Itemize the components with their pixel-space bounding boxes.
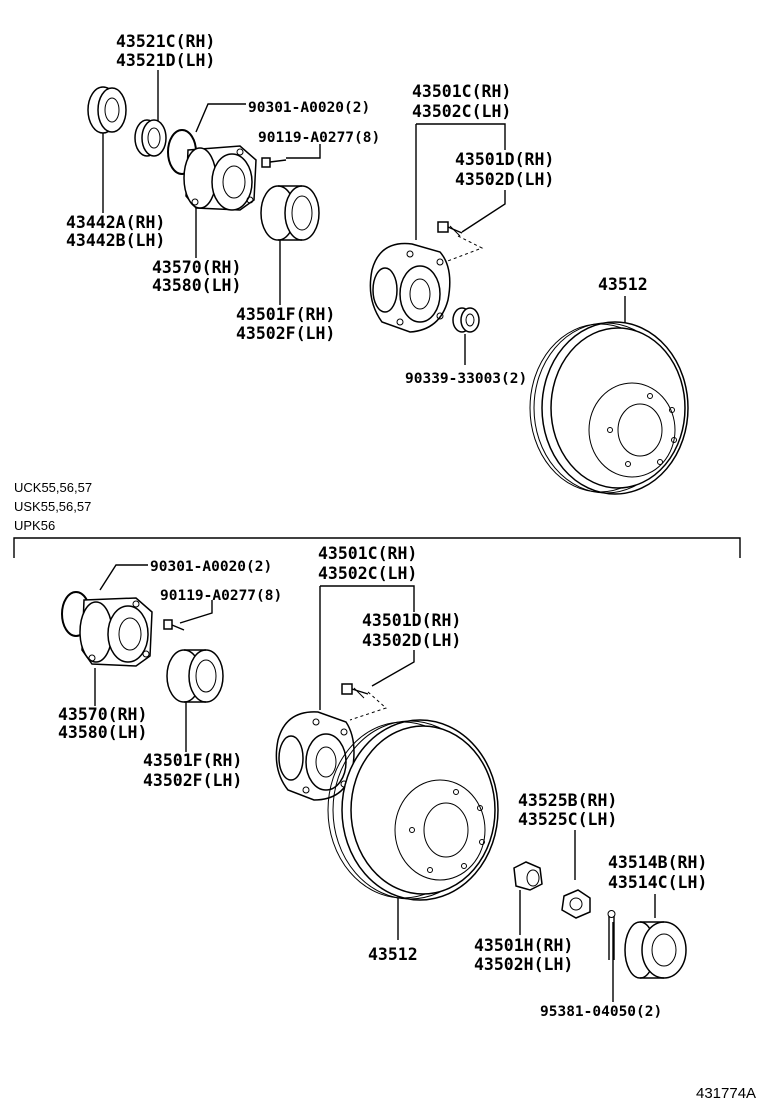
- label-43442b: 43442B(LH): [66, 231, 165, 250]
- label-43512-lower: 43512: [368, 945, 418, 964]
- label-90339: 90339-33003(2): [405, 371, 527, 387]
- label-43501c-upper: 43501C(RH): [412, 82, 511, 101]
- label-43502c-upper: 43502C(LH): [412, 102, 511, 121]
- nut-43501h: [513, 861, 543, 891]
- label-43442a: 43442A(RH): [66, 213, 165, 232]
- model-code-2: USK55,56,57: [14, 499, 91, 514]
- hub-bolt-43501d-lower: [341, 683, 369, 699]
- label-43570-lower: 43570(RH): [58, 705, 147, 724]
- label-90119-upper: 90119-A0277(8): [258, 130, 380, 146]
- hub-bolt-43501d-upper: [437, 221, 463, 237]
- hub-43501c-upper: [369, 242, 451, 333]
- label-43521c: 43521C(RH): [116, 32, 215, 51]
- disc-rotor-43512-lower: [327, 719, 499, 901]
- disc-rotor-43512-upper: [529, 321, 689, 495]
- label-43512-upper: 43512: [598, 275, 648, 294]
- seal-43521: [134, 119, 167, 157]
- model-code-3: UPK56: [14, 518, 55, 533]
- illustration-id: 431774A: [696, 1085, 756, 1102]
- label-95381: 95381-04050(2): [540, 1004, 662, 1020]
- label-43502c-lower: 43502C(LH): [318, 564, 417, 583]
- label-43525b: 43525B(RH): [518, 791, 617, 810]
- label-43502d-upper: 43502D(LH): [455, 170, 554, 189]
- label-43501h: 43501H(RH): [474, 936, 573, 955]
- label-43514c: 43514C(LH): [608, 873, 707, 892]
- bolt-90119-upper: [261, 157, 287, 168]
- deflector-43501f-upper: [260, 185, 320, 241]
- label-43525c: 43525C(LH): [518, 810, 617, 829]
- label-90301-upper: 90301-A0020(2): [248, 100, 370, 116]
- deflector-43501f-lower: [166, 649, 224, 703]
- model-codes: UCK55,56,57 USK55,56,57 UPK56: [13, 480, 741, 558]
- hub-43501c-lower: [275, 711, 355, 801]
- bolt-90119-lower: [163, 619, 185, 631]
- label-43521d: 43521D(LH): [116, 51, 215, 70]
- label-43501d-upper: 43501D(RH): [455, 150, 554, 169]
- label-43580-upper: 43580(LH): [152, 276, 241, 295]
- upper-labels: 43521C(RH) 43521D(LH) 90301-A0020(2) 901…: [66, 32, 648, 387]
- section-bracket: [13, 537, 741, 558]
- lower-labels: 90301-A0020(2) 90119-A0277(8) 43501C(RH)…: [58, 544, 707, 1020]
- label-43514b: 43514B(RH): [608, 853, 707, 872]
- castle-nut-43525: [561, 889, 591, 919]
- upper-parts: [87, 86, 689, 495]
- grease-cap-43442: [87, 86, 127, 134]
- label-43502d-lower: 43502D(LH): [362, 631, 461, 650]
- label-43502f-lower: 43502F(LH): [143, 771, 242, 790]
- lower-leaders: [94, 564, 656, 1002]
- label-90301-lower: 90301-A0020(2): [150, 559, 272, 575]
- lower-parts: [61, 591, 687, 979]
- label-43501f-upper: 43501F(RH): [236, 305, 335, 324]
- label-43502f-upper: 43502F(LH): [236, 324, 335, 343]
- label-43502h: 43502H(LH): [474, 955, 573, 974]
- label-43570-upper: 43570(RH): [152, 258, 241, 277]
- label-43501d-lower: 43501D(RH): [362, 611, 461, 630]
- model-code-1: UCK55,56,57: [14, 480, 92, 495]
- cotter-pin-95381: [607, 910, 616, 960]
- label-43580-lower: 43580(LH): [58, 723, 147, 742]
- hub-bearing-43570-upper: [183, 145, 257, 211]
- grease-cap-43514: [624, 921, 687, 979]
- upper-leaders: [102, 70, 626, 365]
- hub-bearing-43570-lower: [79, 597, 153, 667]
- nut-90339: [452, 307, 480, 333]
- label-90119-lower: 90119-A0277(8): [160, 588, 282, 604]
- label-43501c-lower: 43501C(RH): [318, 544, 417, 563]
- label-43501f-lower: 43501F(RH): [143, 751, 242, 770]
